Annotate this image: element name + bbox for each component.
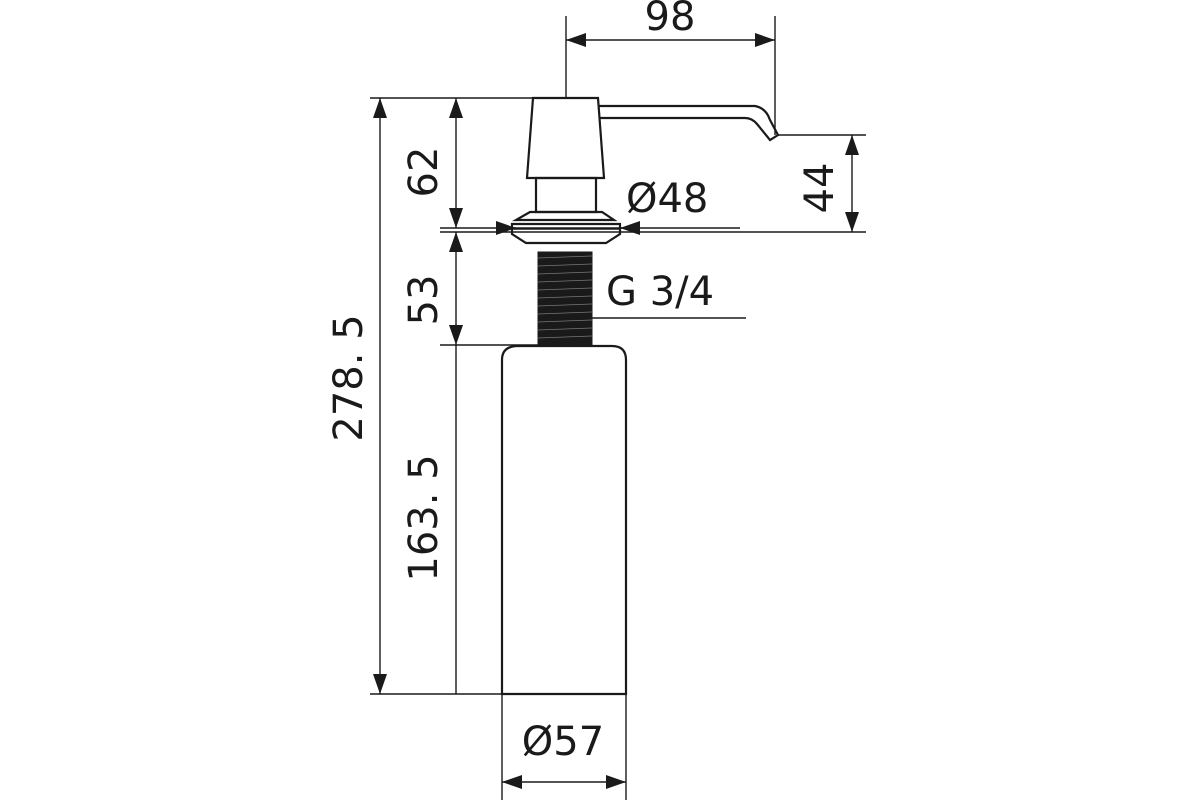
label-bottle-diameter: Ø57 <box>522 719 604 765</box>
label-pump-height: 62 <box>401 147 447 198</box>
label-flange-diameter: Ø48 <box>626 176 708 222</box>
label-thread-spec: G 3/4 <box>606 269 714 315</box>
dimension-lines <box>373 33 859 789</box>
dimension-labels: 98 62 44 Ø48 53 G 3/4 278. 5 163. 5 Ø57 <box>326 0 843 765</box>
pump-head <box>525 96 606 180</box>
label-spout-reach: 98 <box>645 0 696 40</box>
bottle <box>500 344 628 696</box>
threaded-shank <box>537 251 593 347</box>
thread-lines <box>537 255 593 339</box>
neck <box>534 176 598 214</box>
label-spout-height: 44 <box>797 163 843 214</box>
flange <box>510 222 622 245</box>
label-total-height: 278. 5 <box>326 314 372 441</box>
collar <box>511 210 618 222</box>
label-thread-length: 53 <box>401 275 447 326</box>
spout <box>598 104 780 142</box>
label-bottle-height: 163. 5 <box>401 454 447 581</box>
extension-lines <box>370 16 866 800</box>
